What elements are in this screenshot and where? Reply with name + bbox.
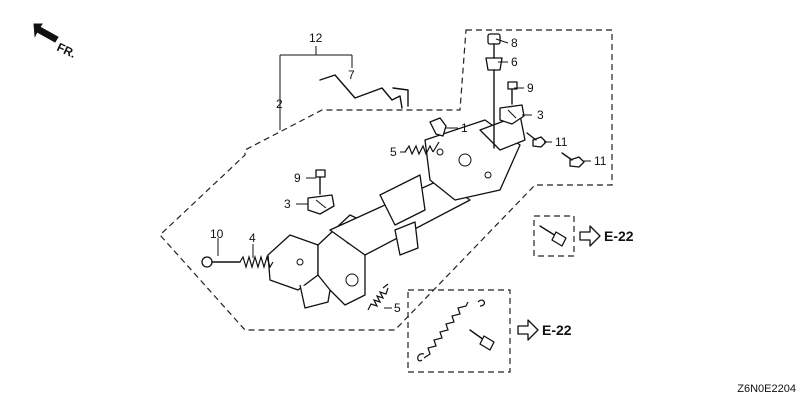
cable-clamp-lower (307, 194, 335, 215)
reference-label-bolt: E-22 (604, 228, 634, 244)
callout-3-lower: 3 (284, 197, 291, 211)
assembly-outline (159, 29, 613, 331)
cable-clamp-upper (499, 104, 525, 125)
return-spring-upper (404, 141, 440, 156)
main-shaft (329, 174, 471, 256)
callout-9-upper: 9 (527, 81, 534, 95)
callout-3-upper: 3 (537, 108, 544, 122)
front-direction-label: FR. (55, 40, 78, 61)
callout-10: 10 (210, 227, 224, 241)
diagram-code: Z6N0E2204 (737, 383, 796, 395)
callout-1: 1 (461, 121, 468, 135)
callout-6: 6 (511, 55, 518, 69)
adjusting-spring (239, 254, 274, 270)
flange-bolt-icon (539, 225, 567, 247)
callout-numbers: 1 2 3 3 4 5 5 6 7 8 9 9 10 11 11 12 (210, 31, 607, 315)
callout-4: 4 (249, 231, 256, 245)
nut-upper (526, 132, 547, 148)
screw-lower (315, 169, 326, 195)
leader-lines (217, 38, 591, 309)
callout-5-lower: 5 (394, 301, 401, 315)
callout-7: 7 (348, 68, 355, 82)
adjusting-screw (201, 256, 241, 268)
reference-arrow-icon-2 (517, 319, 539, 341)
screw-upper (507, 81, 518, 105)
callout-9-lower: 9 (294, 171, 301, 185)
callout-bracket (279, 46, 353, 130)
callout-2: 2 (276, 97, 283, 111)
callout-11-lower: 11 (594, 154, 607, 168)
reference-box-bolt: E-22 (533, 215, 634, 257)
front-arrow-icon (33, 23, 59, 43)
return-spring-lower (367, 283, 389, 311)
lever (429, 117, 447, 137)
reference-arrow-icon (579, 225, 601, 247)
callout-11-upper: 11 (555, 135, 568, 149)
reference-label-spring: E-22 (542, 322, 572, 338)
pivot-bolt (485, 33, 503, 149)
reference-box-spring: E-22 (407, 289, 572, 373)
tension-spring-icon (417, 299, 486, 362)
nut-lower (561, 152, 585, 168)
callout-5-upper: 5 (390, 145, 397, 159)
callout-8: 8 (511, 36, 518, 50)
control-rod (319, 74, 409, 109)
callout-12: 12 (309, 31, 323, 45)
front-direction-indicator: FR. (33, 23, 78, 61)
flange-bolt-icon-2 (469, 329, 495, 351)
